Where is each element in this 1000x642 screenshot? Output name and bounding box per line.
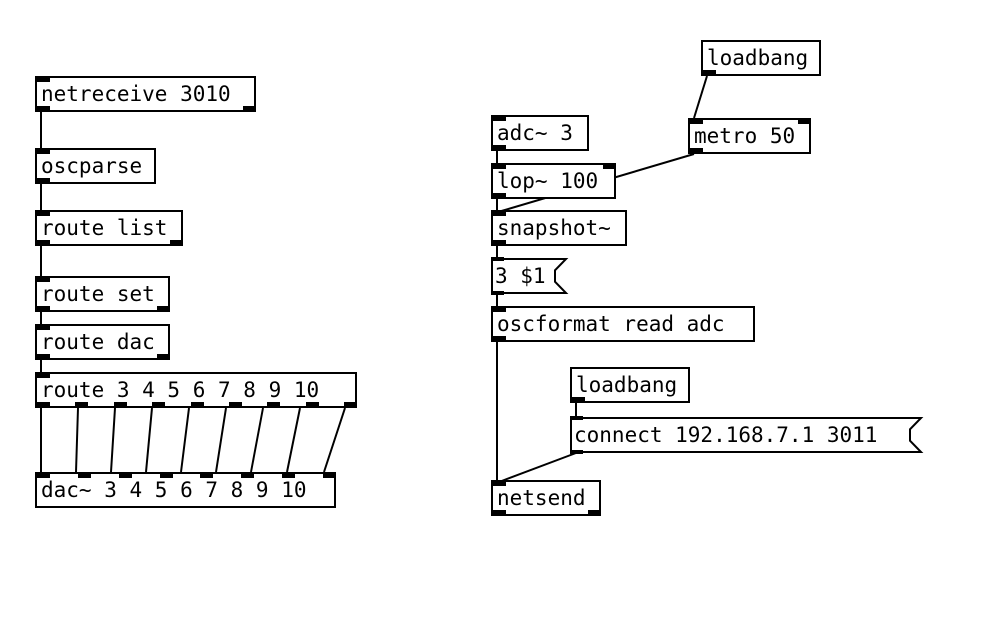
connection-wire[interactable] xyxy=(215,407,227,473)
inlet-0[interactable] xyxy=(37,212,50,216)
inlet-0[interactable] xyxy=(493,308,506,312)
outlet-1[interactable] xyxy=(170,240,183,244)
outlet-0[interactable] xyxy=(690,148,703,152)
pd-box-label: route dac xyxy=(41,329,155,354)
outlet-0[interactable] xyxy=(493,193,506,197)
connection-wire[interactable] xyxy=(498,452,577,483)
inlet-0[interactable] xyxy=(37,78,50,82)
connection-wire[interactable] xyxy=(75,407,79,473)
outlet-3[interactable] xyxy=(152,402,165,406)
pd-message-msg-connect[interactable]: connect 192.168.7.1 3011 xyxy=(570,416,924,454)
inlet-0[interactable] xyxy=(493,165,506,169)
outlet-7[interactable] xyxy=(306,402,319,406)
pd-box-label: oscparse xyxy=(41,153,143,178)
outlet-0[interactable] xyxy=(37,354,50,358)
pd-object-adc[interactable]: adc~ 3 xyxy=(491,115,589,151)
inlet-3[interactable] xyxy=(160,474,173,478)
outlet-1[interactable] xyxy=(588,510,601,514)
pd-object-route-channels[interactable]: route 3 4 5 6 7 8 9 10 xyxy=(35,372,357,408)
pd-box-label: route 3 4 5 6 7 8 9 10 xyxy=(41,377,320,402)
pd-box-label: dac~ 3 4 5 6 7 8 9 10 xyxy=(41,477,307,502)
pd-message-msg-3-dollar1[interactable]: 3 $1 xyxy=(491,257,569,295)
inlet-0[interactable] xyxy=(37,374,50,378)
pd-object-lop[interactable]: lop~ 100 xyxy=(491,163,616,199)
outlet-0[interactable] xyxy=(493,510,506,514)
outlet-0[interactable] xyxy=(37,178,50,182)
pd-box-label: metro 50 xyxy=(694,123,796,148)
pd-box-label: connect 192.168.7.1 3011 xyxy=(574,422,878,447)
inlet-0[interactable] xyxy=(690,120,703,124)
inlet-0[interactable] xyxy=(491,257,504,261)
inlet-1[interactable] xyxy=(798,120,811,124)
connection-wire[interactable] xyxy=(693,75,708,119)
outlet-6[interactable] xyxy=(267,402,280,406)
pd-object-oscformat[interactable]: oscformat read adc xyxy=(491,306,755,342)
pd-box-label: netsend xyxy=(497,485,586,510)
outlet-0[interactable] xyxy=(491,291,504,295)
outlet-1[interactable] xyxy=(157,306,170,310)
pd-box-label: oscformat read adc xyxy=(497,311,725,336)
pd-box-label: 3 $1 xyxy=(495,263,546,288)
pd-box-label: adc~ 3 xyxy=(497,120,573,145)
outlet-4[interactable] xyxy=(191,402,204,406)
pd-object-dac[interactable]: dac~ 3 4 5 6 7 8 9 10 xyxy=(35,472,336,508)
inlet-0[interactable] xyxy=(37,278,50,282)
inlet-7[interactable] xyxy=(323,474,336,478)
pd-object-loadbang-metro[interactable]: loadbang xyxy=(701,40,821,76)
inlet-0[interactable] xyxy=(37,474,50,478)
inlet-2[interactable] xyxy=(119,474,132,478)
outlet-1[interactable] xyxy=(157,354,170,358)
inlet-4[interactable] xyxy=(200,474,213,478)
connection-wire[interactable] xyxy=(180,407,190,473)
outlet-5[interactable] xyxy=(229,402,242,406)
outlet-1[interactable] xyxy=(75,402,88,406)
outlet-0[interactable] xyxy=(37,306,50,310)
pd-box-label: route list xyxy=(41,215,168,240)
outlet-0[interactable] xyxy=(37,106,50,110)
outlet-0[interactable] xyxy=(493,336,506,340)
pd-box-label: netreceive 3010 xyxy=(41,81,231,106)
pd-box-label: route set xyxy=(41,281,155,306)
inlet-6[interactable] xyxy=(282,474,295,478)
pd-box-label: lop~ 100 xyxy=(497,168,599,193)
outlet-8[interactable] xyxy=(344,402,357,406)
connection-wire[interactable] xyxy=(286,407,301,473)
connection-wire[interactable] xyxy=(323,407,346,473)
connection-wire[interactable] xyxy=(145,407,153,473)
inlet-0[interactable] xyxy=(37,150,50,154)
outlet-0[interactable] xyxy=(572,397,585,401)
pd-box-label: snapshot~ xyxy=(497,215,611,240)
inlet-1[interactable] xyxy=(78,474,91,478)
inlet-0[interactable] xyxy=(37,326,50,330)
pd-object-loadbang-connect[interactable]: loadbang xyxy=(570,367,690,403)
outlet-0[interactable] xyxy=(570,450,583,454)
pd-object-route-list[interactable]: route list xyxy=(35,210,183,246)
outlet-0[interactable] xyxy=(493,240,506,244)
pd-object-oscparse[interactable]: oscparse xyxy=(35,148,156,184)
outlet-0[interactable] xyxy=(703,70,716,74)
inlet-0[interactable] xyxy=(493,117,506,121)
outlet-2[interactable] xyxy=(114,402,127,406)
inlet-1[interactable] xyxy=(603,165,616,169)
inlet-0[interactable] xyxy=(493,482,506,486)
pd-object-netsend[interactable]: netsend xyxy=(491,480,601,516)
pd-box-label: loadbang xyxy=(707,45,809,70)
inlet-0[interactable] xyxy=(570,416,583,420)
connection-wire[interactable] xyxy=(250,407,264,473)
pd-object-metro[interactable]: metro 50 xyxy=(688,118,811,154)
inlet-5[interactable] xyxy=(241,474,254,478)
pd-object-route-dac[interactable]: route dac xyxy=(35,324,170,360)
pd-object-netreceive[interactable]: netreceive 3010 xyxy=(35,76,256,112)
pd-box-label: loadbang xyxy=(576,372,678,397)
outlet-0[interactable] xyxy=(493,145,506,149)
outlet-1[interactable] xyxy=(243,106,256,110)
pd-object-snapshot[interactable]: snapshot~ xyxy=(491,210,627,246)
pd-object-route-set[interactable]: route set xyxy=(35,276,170,312)
inlet-0[interactable] xyxy=(493,212,506,216)
connection-wire[interactable] xyxy=(110,407,116,473)
outlet-0[interactable] xyxy=(37,240,50,244)
outlet-0[interactable] xyxy=(37,402,50,406)
